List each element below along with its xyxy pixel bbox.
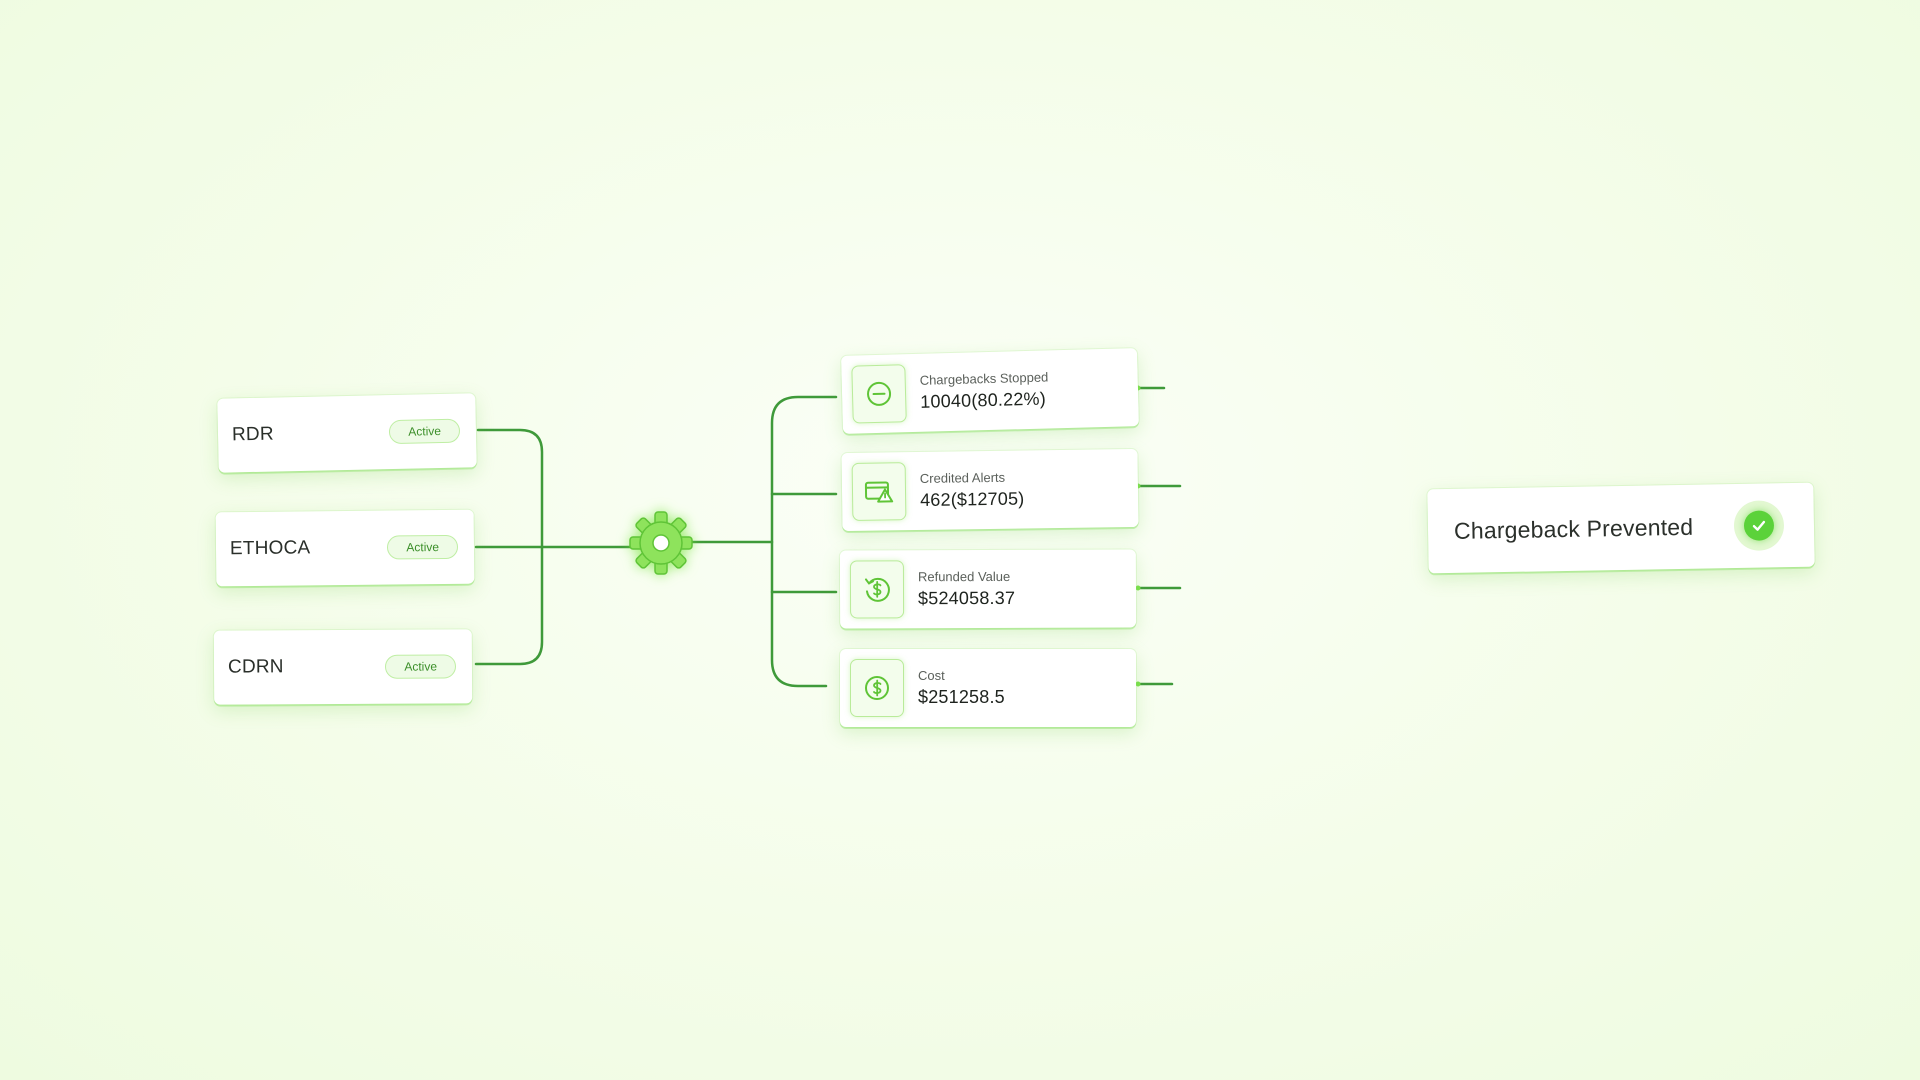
source-card-rdr[interactable]: RDR Active <box>217 393 477 473</box>
metric-card-refunded-value[interactable]: Refunded Value $524058.37 <box>839 549 1137 629</box>
status-badge: Active <box>387 534 459 560</box>
source-name: ETHOCA <box>229 537 311 560</box>
check-circle-icon <box>1733 500 1785 552</box>
source-name: CDRN <box>227 656 284 678</box>
source-name: RDR <box>231 423 274 446</box>
metric-label: Refunded Value <box>917 568 1011 585</box>
source-card-cdrn[interactable]: CDRN Active <box>213 629 473 705</box>
dollar-circle-icon <box>850 659 904 717</box>
status-badge: Active <box>385 654 457 679</box>
metric-value: $251258.5 <box>918 687 1005 707</box>
source-card-ethoca[interactable]: ETHOCA Active <box>215 509 475 587</box>
gear-icon <box>629 511 693 575</box>
result-label: Chargeback Prevented <box>1453 513 1694 544</box>
result-card-chargeback-prevented[interactable]: Chargeback Prevented <box>1427 482 1815 574</box>
metric-label: Credited Alerts <box>919 469 1006 486</box>
minus-circle-icon <box>851 364 907 424</box>
metric-label: Cost <box>918 668 945 683</box>
refund-dollar-icon <box>849 560 905 619</box>
metric-value: 10040(80.22%) <box>919 388 1047 412</box>
metric-value: $524058.37 <box>917 587 1016 609</box>
metric-card-credited-alerts[interactable]: Credited Alerts 462($12705) <box>841 448 1139 532</box>
metric-card-cost[interactable]: Cost $251258.5 <box>840 649 1136 727</box>
metric-card-chargebacks-stopped[interactable]: Chargebacks Stopped 10040(80.22%) <box>841 348 1139 434</box>
metric-value: 462($12705) <box>919 488 1025 510</box>
status-badge: Active <box>389 418 461 445</box>
card-alert-icon <box>851 462 907 521</box>
metric-label: Chargebacks Stopped <box>919 369 1049 388</box>
